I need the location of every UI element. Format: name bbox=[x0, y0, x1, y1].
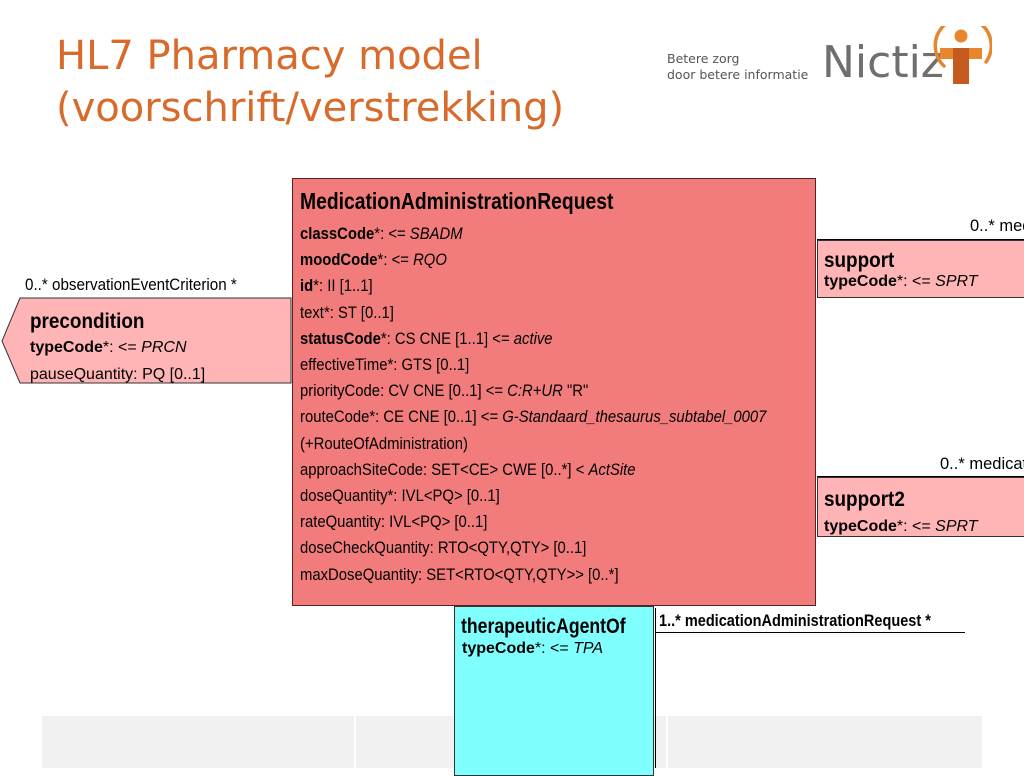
attribute-name: routeCode bbox=[300, 408, 370, 427]
attribute-name: maxDoseQuantity bbox=[300, 565, 419, 584]
main-attribute-row: doseCheckQuantity: RTO<QTY,QTY> [0..1] bbox=[300, 535, 766, 561]
precondition-box bbox=[1, 297, 292, 384]
main-class-name: MedicationAdministrationRequest bbox=[300, 188, 614, 214]
logo-wordmark: Nictiz bbox=[822, 37, 944, 88]
support-box: support typeCode*: <= SPRT bbox=[817, 240, 1024, 298]
main-attribute-row: classCode*: <= SBADM bbox=[300, 221, 766, 247]
main-attribute-row: maxDoseQuantity: SET<RTO<QTY,QTY>> [0..*… bbox=[300, 562, 766, 588]
therapeutic-agent-of-typecode: typeCode*: <= TPA bbox=[462, 640, 604, 657]
attribute-name: moodCode bbox=[300, 251, 378, 270]
main-attribute-row: id*: II [1..1] bbox=[300, 273, 766, 299]
attribute-name: approachSiteCode bbox=[300, 460, 424, 479]
therapeutic-agent-association-label: 1..* medicationAdministrationRequest * bbox=[659, 612, 931, 630]
slide-title: HL7 Pharmacy model (voorschrift/verstrek… bbox=[56, 30, 564, 134]
attribute-name: id bbox=[300, 277, 314, 296]
support-connector-line bbox=[817, 239, 1024, 240]
background-band-3 bbox=[668, 716, 982, 768]
attribute-name: priorityCode bbox=[300, 382, 381, 401]
attribute-spec: *: CE CNE [0..1] <= bbox=[369, 408, 503, 427]
title-line-1: HL7 Pharmacy model bbox=[56, 33, 483, 79]
attribute-spec: : IVL<PQ> [0..1] bbox=[380, 513, 488, 532]
attribute-value: RQO bbox=[413, 251, 447, 270]
support-name: support bbox=[824, 249, 895, 272]
attribute-value: SBADM bbox=[409, 225, 463, 243]
attribute-spec: : CV CNE [0..1] <= bbox=[380, 382, 508, 401]
attribute-name: rateQuantity bbox=[300, 513, 381, 532]
attribute-name: text bbox=[300, 303, 324, 322]
attribute-spec: (+RouteOfAdministration) bbox=[300, 434, 468, 453]
background-band-1 bbox=[42, 716, 354, 768]
support2-box: support2 typeCode*: <= SPRT bbox=[817, 477, 1024, 537]
attribute-spec: *: <= bbox=[377, 251, 414, 270]
attribute-value: active bbox=[513, 329, 553, 348]
attribute-spec: *: GTS [0..1] bbox=[387, 356, 470, 375]
main-attribute-row: routeCode*: CE CNE [0..1] <= G-Standaard… bbox=[300, 404, 766, 430]
attribute-spec: *: II [1..1] bbox=[313, 277, 373, 296]
support2-association-label: 0..* medicat bbox=[940, 455, 1024, 473]
attribute-name: doseCheckQuantity bbox=[300, 539, 430, 558]
precondition-pausequantity: pauseQuantity: PQ [0..1] bbox=[30, 366, 206, 383]
support-association-label: 0..* med bbox=[970, 217, 1024, 235]
support2-typecode: typeCode*: <= SPRT bbox=[824, 518, 978, 535]
support2-connector-line bbox=[817, 476, 1024, 477]
main-attribute-row: statusCode*: CS CNE [1..1] <= active bbox=[300, 326, 766, 352]
main-attribute-row: (+RouteOfAdministration) bbox=[300, 431, 766, 457]
precondition-association-label: 0..* observationEventCriterion * bbox=[25, 276, 237, 294]
main-attribute-row: effectiveTime*: GTS [0..1] bbox=[300, 352, 766, 378]
logo-tagline: Betere zorg door betere informatie bbox=[667, 51, 808, 83]
attribute-spec: *: ST [0..1] bbox=[323, 303, 394, 322]
attribute-spec: *: IVL<PQ> [0..1] bbox=[387, 487, 500, 506]
attribute-spec: *: CS CNE [1..1] <= bbox=[380, 329, 514, 348]
main-attribute-row: moodCode*: <= RQO bbox=[300, 247, 766, 273]
main-attribute-row: priorityCode: CV CNE [0..1] <= C:R+UR "R… bbox=[300, 378, 766, 404]
main-attribute-row: doseQuantity*: IVL<PQ> [0..1] bbox=[300, 483, 766, 509]
nictiz-logo-icon bbox=[933, 26, 992, 84]
attribute-tail: "R" bbox=[562, 382, 589, 401]
therapeutic-agent-of-box: therapeuticAgentOf typeCode*: <= TPA bbox=[454, 606, 654, 776]
main-attribute-row: text*: ST [0..1] bbox=[300, 300, 766, 326]
attribute-name: statusCode bbox=[300, 329, 381, 348]
main-attribute-row: rateQuantity: IVL<PQ> [0..1] bbox=[300, 509, 766, 535]
main-attribute-row: approachSiteCode: SET<CE> CWE [0..*] < A… bbox=[300, 457, 766, 483]
attribute-value: C:R+UR bbox=[507, 382, 563, 401]
attribute-spec: : SET<RTO<QTY,QTY>> [0..*] bbox=[418, 565, 619, 584]
therapeutic-connector-vertical bbox=[655, 608, 656, 768]
attribute-name: effectiveTime bbox=[300, 356, 388, 375]
attribute-value: G-Standaard_thesaurus_subtabel_0007 bbox=[502, 408, 767, 427]
support-typecode: typeCode*: <= SPRT bbox=[824, 273, 978, 290]
therapeutic-agent-of-name: therapeuticAgentOf bbox=[461, 615, 626, 638]
logo-tagline-line-2: door betere informatie bbox=[667, 67, 809, 82]
attribute-spec: : RTO<QTY,QTY> [0..1] bbox=[429, 539, 587, 558]
attribute-name: classCode bbox=[300, 225, 375, 243]
support2-name: support2 bbox=[824, 488, 905, 511]
attribute-value: ActSite bbox=[588, 460, 636, 479]
medication-administration-request-box: MedicationAdministrationRequest classCod… bbox=[292, 178, 816, 606]
logo-tagline-line-1: Betere zorg bbox=[667, 51, 740, 66]
attribute-name: doseQuantity bbox=[300, 487, 388, 506]
precondition-name: precondition bbox=[30, 310, 145, 333]
attribute-spec: *: <= bbox=[374, 225, 410, 243]
title-line-2: (voorschrift/verstrekking) bbox=[56, 85, 565, 131]
precondition-typecode: typeCode*: <= PRCN bbox=[30, 339, 187, 356]
therapeutic-connector-line bbox=[655, 632, 965, 633]
attribute-spec: : SET<CE> CWE [0..*] < bbox=[423, 460, 589, 479]
